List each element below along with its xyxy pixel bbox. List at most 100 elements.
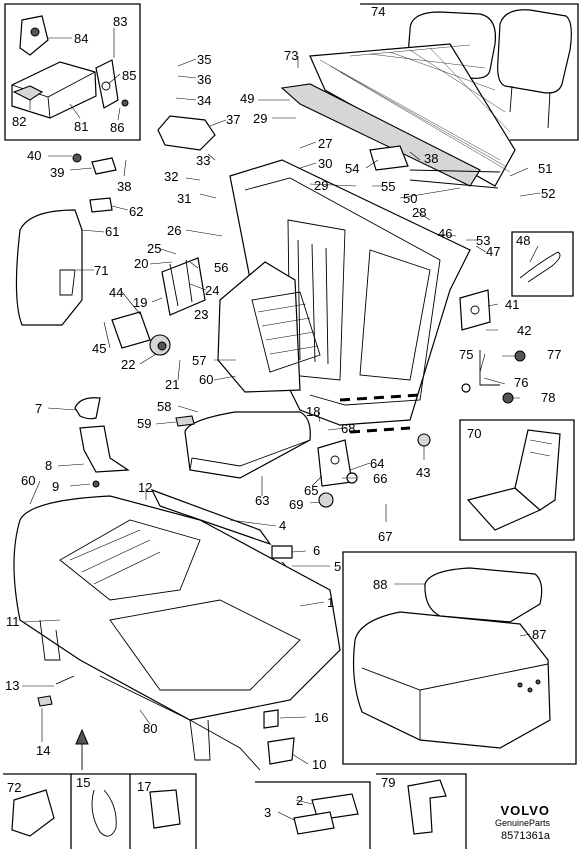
part-88-top-cushion	[424, 567, 543, 623]
callout-6: 6	[313, 543, 321, 558]
part-41-bracket	[459, 289, 491, 331]
callout-65: 65	[304, 483, 319, 498]
inset-frame-74	[360, 3, 579, 141]
part-40-nut	[72, 153, 82, 163]
callout-68: 68	[341, 421, 356, 436]
callout-37: 37	[226, 112, 241, 127]
part-59-clip	[175, 415, 195, 427]
part-72-cover	[11, 789, 55, 837]
part-43-nut	[417, 433, 431, 447]
callout-61: 61	[105, 224, 120, 239]
callout-66: 66	[373, 471, 388, 486]
inset-frame-87-88	[342, 551, 577, 765]
callout-64: 64	[370, 456, 385, 471]
part-10-bracket	[267, 737, 295, 765]
callout-48: 48	[516, 233, 531, 248]
callout-75: 75	[459, 347, 474, 362]
callout-53: 53	[476, 233, 491, 248]
part-7-handle	[74, 397, 101, 420]
leader-lines	[22, 28, 541, 821]
callout-71: 71	[94, 263, 109, 278]
part-3-clip	[293, 811, 335, 835]
callout-57: 57	[192, 353, 207, 368]
callout-76: 76	[514, 375, 529, 390]
callout-39: 39	[50, 165, 65, 180]
part-13-connector	[55, 675, 75, 685]
inset-frame-79	[376, 773, 467, 849]
part-81-switch-housing	[11, 61, 97, 119]
part-77-bolt	[514, 350, 526, 362]
callout-45: 45	[92, 341, 107, 356]
callout-73: 73	[284, 48, 299, 63]
dashed-latch-line	[339, 393, 421, 434]
callout-55: 55	[381, 179, 396, 194]
callout-10: 10	[312, 757, 327, 772]
callout-47: 47	[486, 244, 501, 259]
callout-27: 27	[318, 136, 333, 151]
callout-20: 20	[134, 256, 149, 271]
callout-74: 74	[371, 4, 386, 19]
part-84-bracket	[19, 15, 49, 56]
callout-33: 33	[196, 153, 211, 168]
callout-40: 40	[27, 148, 42, 163]
callout-83: 83	[113, 14, 128, 29]
inset-frame-17	[130, 773, 197, 849]
callout-9: 9	[52, 479, 60, 494]
callout-77: 77	[547, 347, 562, 362]
part-8-bracket	[79, 425, 130, 473]
callout-87: 87	[532, 627, 547, 642]
callout-79: 79	[381, 775, 396, 790]
callout-60a: 60	[199, 372, 214, 387]
callout-22: 22	[121, 357, 136, 372]
part-37-trim	[157, 115, 216, 151]
callout-49: 49	[240, 91, 255, 106]
part-14-clip	[37, 695, 53, 707]
callout-21: 21	[165, 377, 180, 392]
callout-52: 52	[541, 186, 556, 201]
part-73-cover	[309, 43, 516, 187]
part-63-pad	[184, 411, 311, 479]
callout-35: 35	[197, 52, 212, 67]
callout-26: 26	[167, 223, 182, 238]
callout-17: 17	[137, 779, 152, 794]
part-54-bracket	[369, 145, 409, 171]
callout-30: 30	[318, 156, 333, 171]
part-62-clip	[89, 197, 113, 213]
callout-8: 8	[45, 458, 53, 473]
callout-85: 85	[122, 68, 137, 83]
callout-72: 72	[7, 780, 22, 795]
part-61-side-cover	[15, 209, 83, 326]
part-87-seat-cushion	[352, 611, 551, 749]
part-49-roller	[280, 83, 481, 187]
callout-7: 7	[35, 401, 43, 416]
brand-subtitle: GenuineParts	[494, 818, 550, 828]
part-79-bracket	[407, 779, 447, 835]
callout-29a: 29	[253, 111, 268, 126]
callout-56: 56	[214, 260, 229, 275]
callout-12: 12	[138, 480, 153, 495]
part-15-strap	[91, 789, 117, 837]
callout-41: 41	[505, 297, 520, 312]
callout-13: 13	[5, 678, 20, 693]
callout-60b: 60	[21, 473, 36, 488]
callout-62: 62	[129, 204, 144, 219]
callout-67: 67	[378, 529, 393, 544]
callout-50: 50	[403, 191, 418, 206]
part-17-clip	[149, 789, 181, 829]
callout-5: 5	[334, 559, 342, 574]
callout-81: 81	[74, 119, 89, 134]
callout-88: 88	[373, 577, 388, 592]
callout-82: 82	[12, 114, 27, 129]
inset-frame-2-3	[255, 781, 371, 849]
callout-3: 3	[264, 805, 272, 820]
callout-80: 80	[143, 721, 158, 736]
callout-78: 78	[541, 390, 556, 405]
part-86-screw	[121, 99, 129, 107]
callout-54: 54	[345, 161, 360, 176]
part-60-seat-cushion	[13, 495, 341, 761]
part-48-cable	[519, 251, 561, 283]
callout-2: 2	[296, 793, 304, 808]
callout-70: 70	[467, 426, 482, 441]
part-44-motor	[111, 311, 171, 356]
